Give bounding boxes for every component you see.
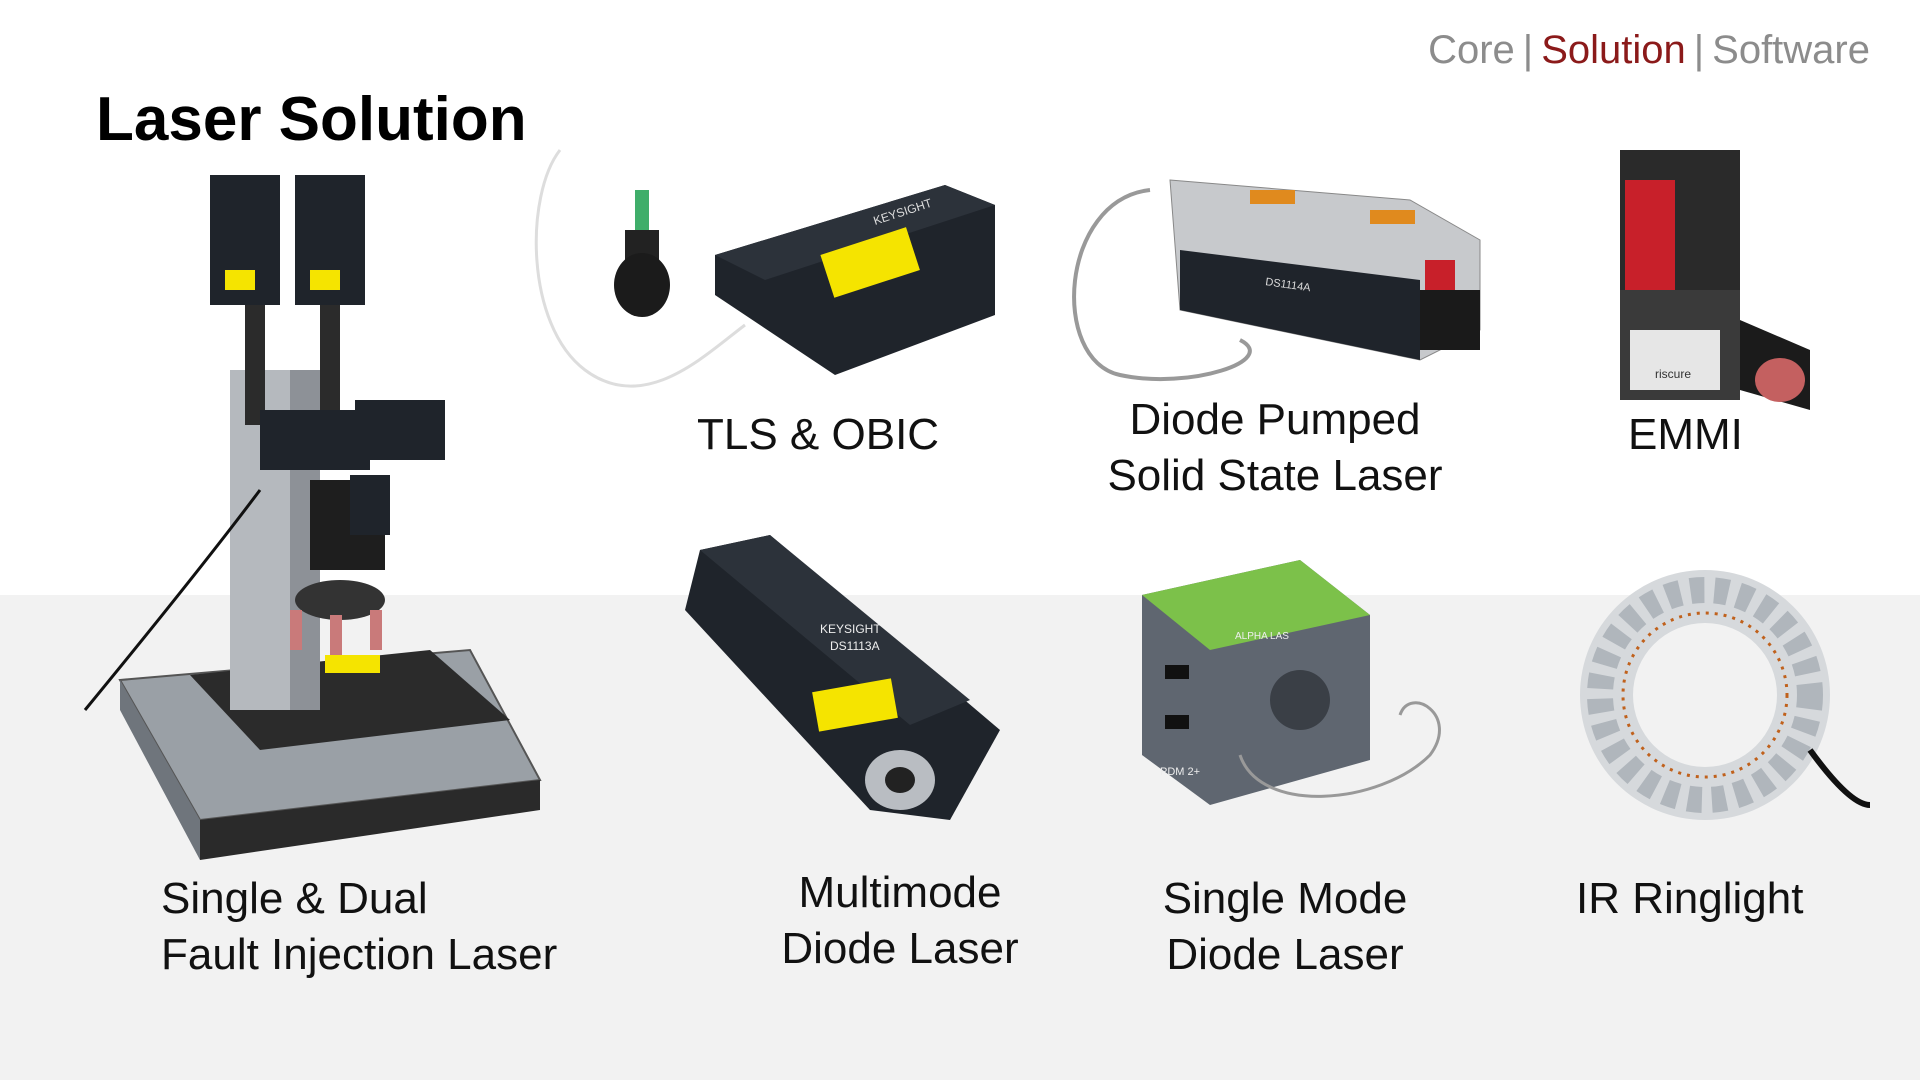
fault-injection-station-image xyxy=(83,175,542,860)
nav-separator: | xyxy=(1693,28,1705,72)
product-label-singlemode: Single Mode Diode Laser xyxy=(1135,871,1435,983)
emmi-camera-image: riscure xyxy=(1620,150,1810,410)
page-title: Laser Solution xyxy=(96,85,527,154)
product-label-multimode: Multimode Diode Laser xyxy=(750,865,1050,977)
multimode-brand-text: KEYSIGHT xyxy=(820,622,881,636)
product-label-singlemode-line2: Diode Laser xyxy=(1166,930,1404,979)
multimode-laser-image: KEYSIGHT DS1113A xyxy=(685,535,1000,820)
product-label-dpss-line2: Solid State Laser xyxy=(1107,451,1443,500)
product-label-singlemode-line1: Single Mode xyxy=(1162,874,1408,923)
product-label-emmi: EMMI xyxy=(1628,410,1743,459)
pdm-text: PDM 2+ xyxy=(1160,766,1200,778)
product-label-fault-line2: Fault Injection Laser xyxy=(161,930,558,979)
alpha-logo-text: ALPHA LAS xyxy=(1235,631,1289,642)
product-label-fault-line1: Single & Dual xyxy=(161,874,428,923)
riscure-logo-text: riscure xyxy=(1655,367,1691,381)
product-label-dpss: Diode Pumped Solid State Laser xyxy=(1100,392,1450,504)
nav-solution[interactable]: Solution xyxy=(1541,28,1686,72)
product-label-tls: TLS & OBIC xyxy=(697,410,940,459)
product-label-fault-injection: Single & Dual Fault Injection Laser xyxy=(161,871,557,983)
product-label-dpss-line1: Diode Pumped xyxy=(1129,395,1421,444)
nav-software[interactable]: Software xyxy=(1712,28,1870,72)
section-nav: Core|Solution|Software xyxy=(1428,28,1870,73)
product-label-ringlight: IR Ringlight xyxy=(1576,874,1804,923)
ir-ringlight-image xyxy=(1580,570,1871,820)
dpss-laser-image: DS1114A xyxy=(1072,179,1481,382)
single-mode-laser-image: ALPHA LAS PDM 2+ xyxy=(1142,560,1441,805)
product-label-multimode-line1: Multimode xyxy=(798,868,1002,917)
nav-core[interactable]: Core xyxy=(1428,28,1515,72)
product-label-multimode-line2: Diode Laser xyxy=(781,924,1019,973)
nav-separator: | xyxy=(1522,28,1534,72)
multimode-model-text: DS1113A xyxy=(830,639,880,653)
tls-obic-image: KEYSIGHT xyxy=(534,149,995,388)
